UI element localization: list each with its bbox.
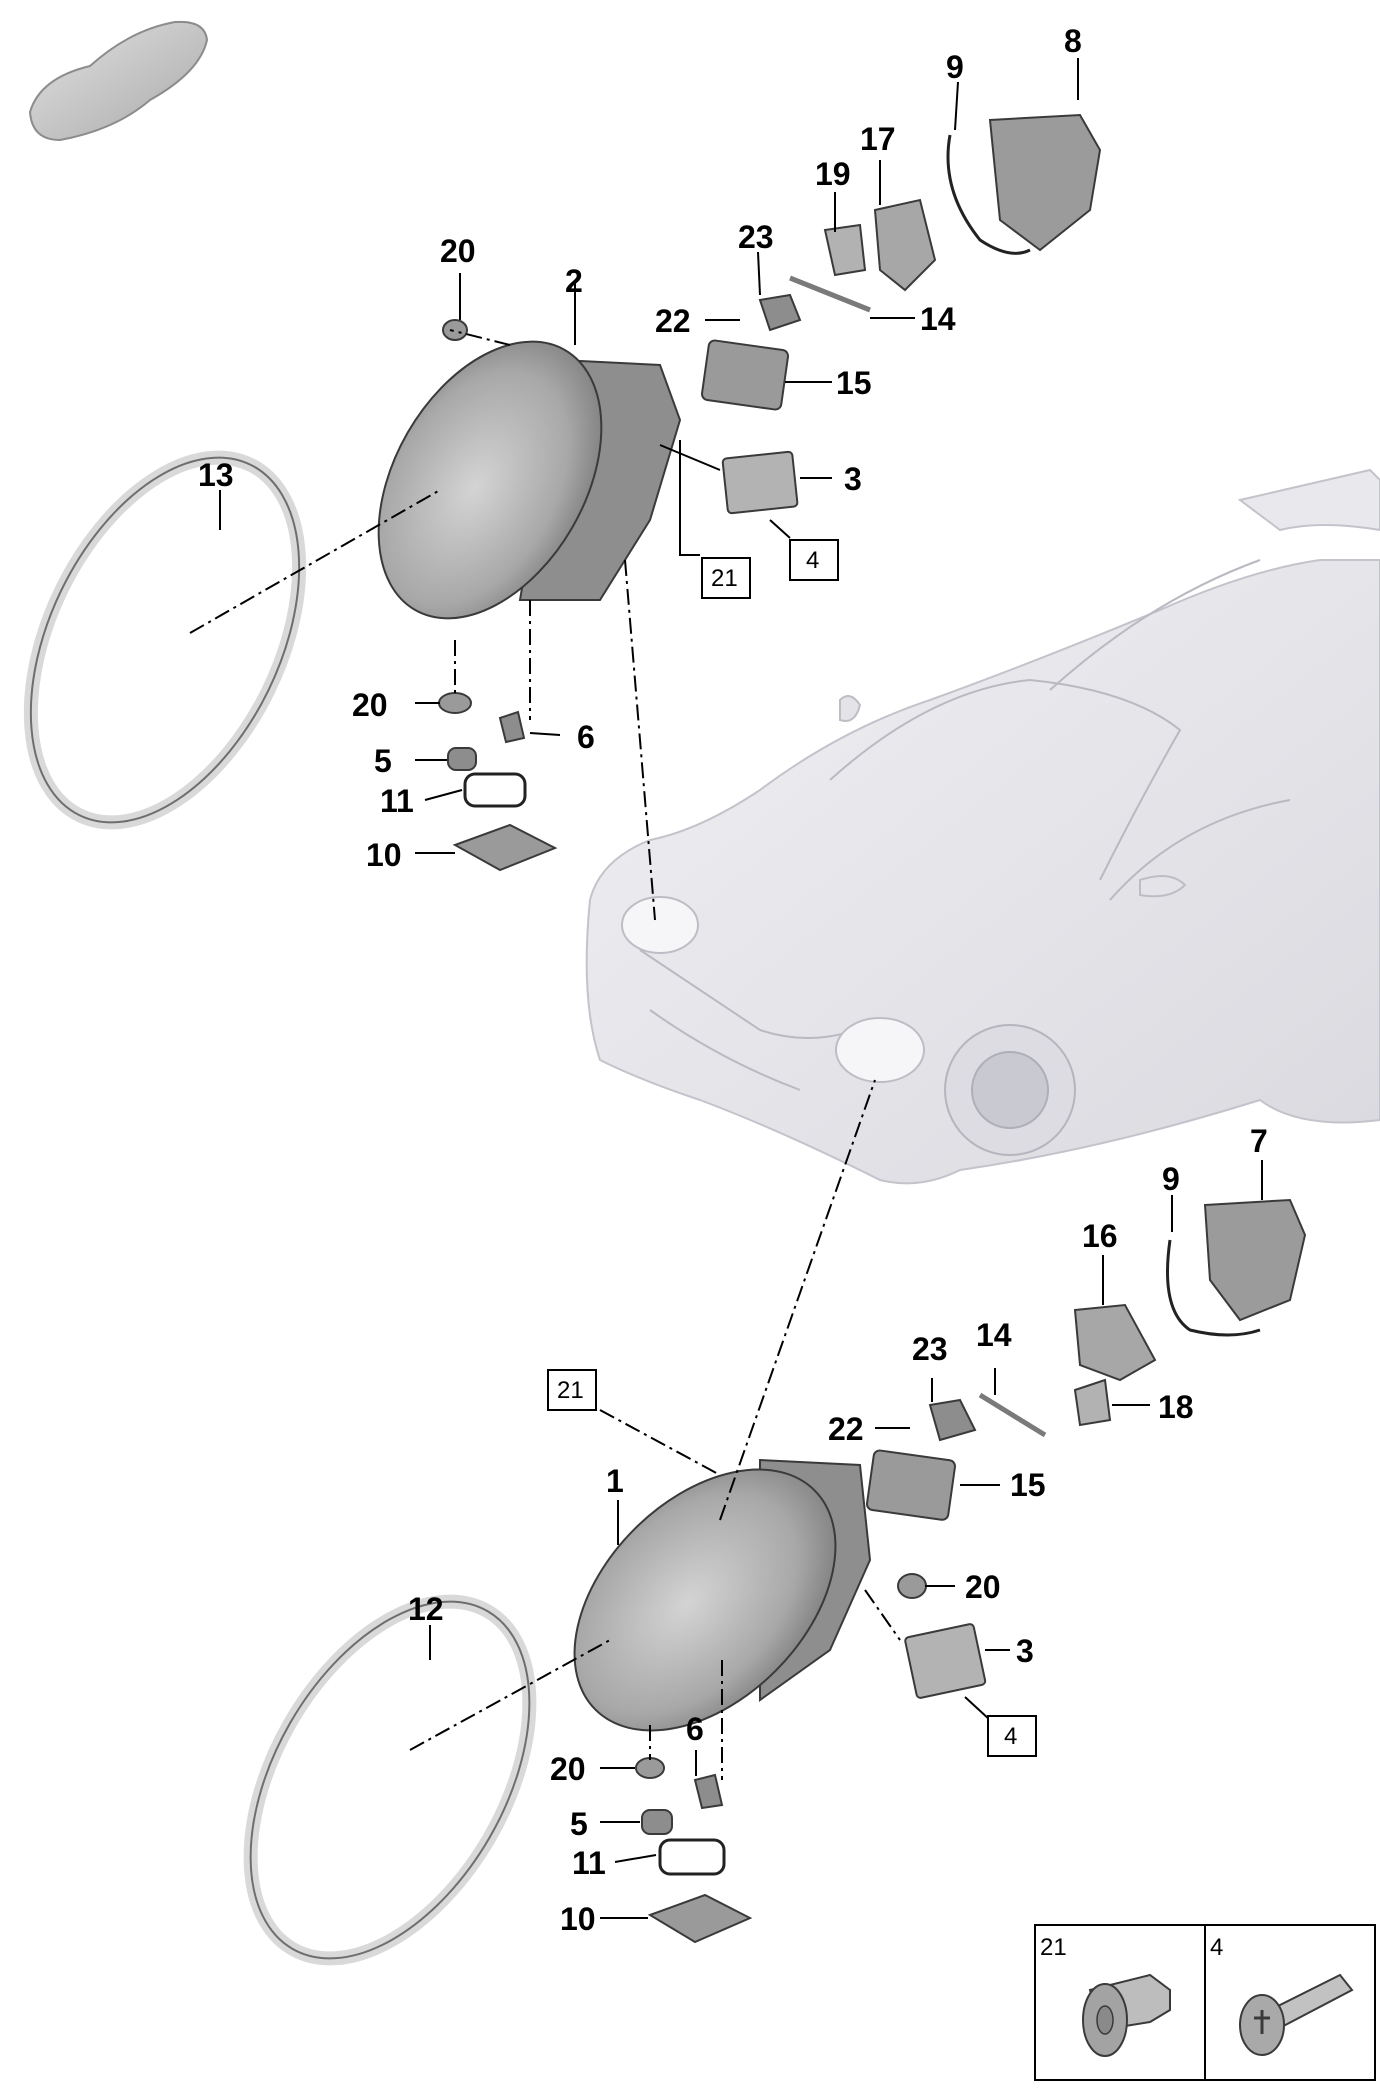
bracket-19	[823, 223, 867, 277]
headlight-assembly-upper	[23, 113, 1102, 872]
bulb-5-lower	[641, 1809, 673, 1835]
callout-12: 12	[408, 1591, 444, 1627]
callout-19: 19	[815, 156, 851, 192]
seal-11-upper	[463, 772, 527, 808]
headlight-lens-1	[573, 1468, 837, 1732]
cap-20-lower	[897, 1573, 927, 1599]
bracket-18	[1073, 1378, 1112, 1427]
gasket-9-lower	[1166, 1239, 1261, 1337]
box-ref-21-lower: 21	[557, 1377, 584, 1404]
callout-9-lower: 9	[1162, 1161, 1180, 1197]
callout-20-mid: 20	[352, 687, 388, 723]
callout-15-upper: 15	[836, 365, 872, 401]
cover-10-upper	[452, 823, 558, 872]
fastener-legend: 21 4	[1034, 1924, 1376, 2081]
callout-14-upper: 14	[920, 301, 956, 337]
control-unit-15-upper	[700, 339, 790, 411]
boxed-references: 21 4 21 4	[547, 539, 1037, 1757]
box-ref-4-upper: 4	[806, 547, 819, 574]
callout-1: 1	[606, 1463, 624, 1499]
seal-11-lower	[658, 1838, 726, 1876]
callout-10-upper: 10	[366, 837, 402, 873]
control-unit-15-lower	[865, 1449, 956, 1521]
callout-7: 7	[1250, 1123, 1268, 1159]
box-ref-4-lower: 4	[1004, 1723, 1017, 1750]
callout-20-lower: 20	[965, 1569, 1001, 1605]
callout-3-upper: 3	[844, 461, 862, 497]
legend-label-21: 21	[1040, 1934, 1067, 1961]
callout-6-lower: 6	[686, 1711, 704, 1747]
callout-5-lower: 5	[570, 1806, 588, 1842]
callout-8: 8	[1064, 23, 1082, 59]
headlight-assembly-lower	[243, 1198, 1307, 1966]
cap-20-upper	[442, 319, 468, 341]
callout-23-lower: 23	[912, 1331, 948, 1367]
callout-11-lower: 11	[572, 1845, 606, 1881]
legend-label-4: 4	[1210, 1934, 1223, 1961]
bracket-7	[1203, 1198, 1307, 1322]
gasket-9-upper	[946, 134, 1031, 255]
trim-ring-12	[243, 1594, 537, 1966]
callout-labels: 8 9 17 19 23 20 2 22 14 15 3 13 20 6 5 1…	[198, 23, 1268, 1937]
callout-9-upper: 9	[946, 49, 964, 85]
trim-ring-13	[23, 450, 307, 830]
callout-15-lower: 15	[1010, 1467, 1046, 1503]
car-body-illustration	[585, 468, 1380, 1185]
callout-23-upper: 23	[738, 219, 774, 255]
screw-4-icon	[1239, 1973, 1354, 2056]
callout-11-upper: 11	[380, 783, 414, 819]
callout-17: 17	[860, 121, 896, 157]
box-ref-21-upper: 21	[711, 565, 738, 592]
bracket-16	[1073, 1303, 1157, 1382]
callout-3-lower: 3	[1016, 1633, 1034, 1669]
callout-20-low: 20	[550, 1751, 586, 1787]
car-thumbnail-icon	[28, 20, 209, 142]
callout-18: 18	[1158, 1389, 1194, 1425]
callout-6-upper: 6	[577, 719, 595, 755]
adjusting-rod-14-upper	[789, 275, 871, 313]
plastic-clip-21-icon	[1082, 1973, 1171, 2057]
actuator-23-lower	[928, 1398, 977, 1442]
callout-2: 2	[565, 263, 583, 299]
leader-lines	[189, 58, 1263, 1919]
cover-10-lower	[647, 1893, 753, 1944]
callout-13: 13	[198, 457, 234, 493]
cap-20-mid	[438, 692, 472, 714]
adjusting-rod-14-lower	[978, 1392, 1047, 1438]
callout-10-lower: 10	[560, 1901, 596, 1937]
led-module-3-lower	[904, 1623, 987, 1699]
callout-14-lower: 14	[976, 1317, 1012, 1353]
led-module-3-upper	[721, 450, 799, 515]
callout-20-upper: 20	[440, 233, 476, 269]
actuator-23-upper	[758, 293, 802, 332]
callout-16: 16	[1082, 1218, 1118, 1254]
bracket-17	[873, 198, 937, 292]
callout-22-lower: 22	[828, 1411, 864, 1447]
bulb-holder-6-lower	[693, 1773, 724, 1810]
callout-5-upper: 5	[374, 743, 392, 779]
bulb-5-upper	[447, 747, 477, 771]
cap-20-low	[635, 1757, 665, 1779]
bulb-holder-6-upper	[498, 710, 526, 744]
callout-22-upper: 22	[655, 303, 691, 339]
headlight-lens-2	[377, 340, 603, 620]
bracket-8	[988, 113, 1102, 252]
